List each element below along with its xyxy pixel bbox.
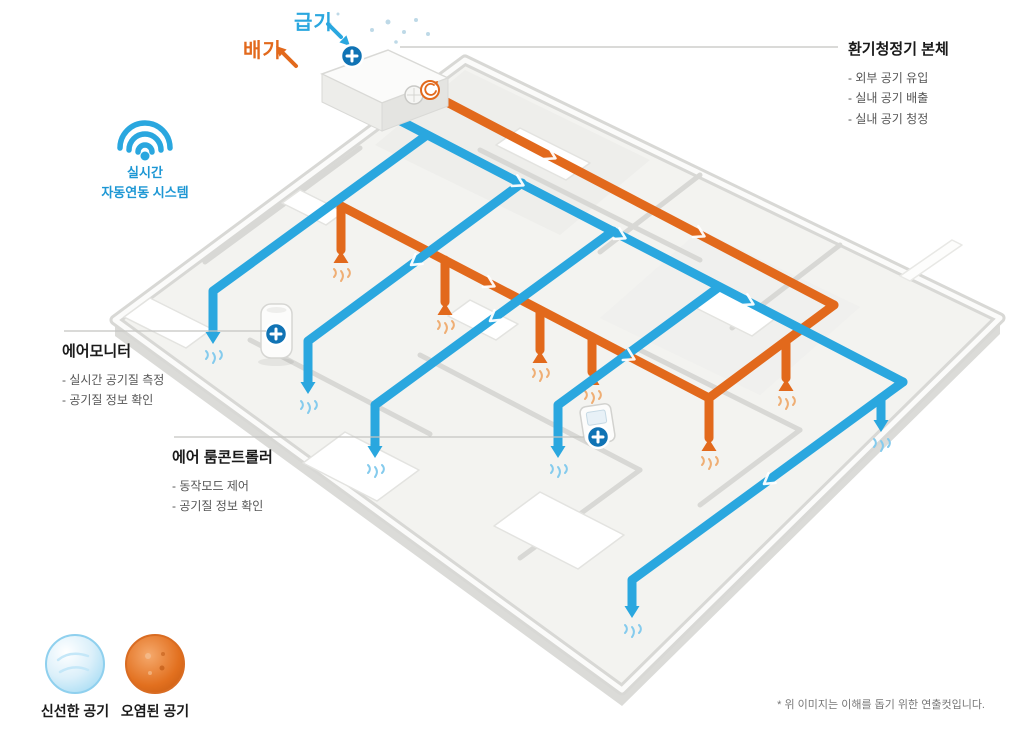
- supply-air-label: 급기: [294, 12, 333, 34]
- supply-branch-duct: [208, 130, 432, 339]
- monitor-plus-badge-icon: [263, 321, 289, 347]
- callout-air-monitor: 에어모니터 - 실시간 공기질 측정 - 공기질 정보 확인: [62, 340, 164, 411]
- ventilation-unit: [320, 12, 450, 132]
- unit-plus-badge-icon: [339, 43, 365, 69]
- wifi-label-line2: 자동연동 시스템: [101, 184, 189, 200]
- callout-room-controller-item: - 공기질 정보 확인: [172, 499, 264, 514]
- callout-unit: 환기청정기 본체 - 외부 공기 유입 - 실내 공기 배출 - 실내 공기 청…: [848, 38, 949, 129]
- exhaust-arrow-icon: [276, 46, 298, 68]
- legend-polluted-label: 오염된 공기: [120, 703, 190, 719]
- exhaust-branch-duct: [336, 201, 714, 403]
- callout-room-controller: 에어 룸콘트롤러 - 동작모드 제어 - 공기질 정보 확인: [172, 446, 273, 517]
- callout-air-monitor-item: - 실시간 공기질 측정: [62, 373, 165, 387]
- air-particles: [320, 12, 430, 44]
- supply-trunk-duct: [386, 111, 908, 387]
- wifi-label-line1: 실시간: [127, 165, 163, 180]
- legend-fresh-circle: [45, 634, 105, 694]
- legend-polluted-circle: [125, 634, 185, 694]
- callout-air-monitor-item: - 공기질 정보 확인: [62, 393, 154, 408]
- callout-unit-item: - 외부 공기 유입: [848, 71, 929, 85]
- exhaust-trunk-duct: [394, 72, 839, 310]
- unit-circulation-icon: [420, 80, 440, 100]
- supply-ducts: [208, 111, 908, 613]
- supply-arrow-icon: [326, 22, 350, 46]
- callout-unit-title: 환기청정기 본체: [848, 41, 949, 58]
- controller-plus-badge-icon: [585, 424, 611, 450]
- wifi-system-label: 실시간 자동연동 시스템: [83, 163, 207, 202]
- callout-leader-lines: [64, 46, 838, 438]
- exhaust-air-label: 배기: [243, 40, 282, 62]
- callout-air-monitor-title: 에어모니터: [62, 343, 132, 360]
- footnote: * 위 이미지는 이해를 돕기 위한 연출컷입니다.: [777, 699, 985, 711]
- wifi-icon: [117, 120, 173, 161]
- callout-unit-item: - 실내 공기 청정: [848, 111, 929, 126]
- callout-room-controller-item: - 동작모드 제어: [172, 479, 249, 493]
- legend-fresh-label: 신선한 공기: [40, 703, 110, 719]
- exhaust-ducts: [336, 72, 839, 443]
- callout-room-controller-title: 에어 룸콘트롤러: [172, 449, 273, 466]
- callout-unit-item: - 실내 공기 배출: [848, 91, 929, 106]
